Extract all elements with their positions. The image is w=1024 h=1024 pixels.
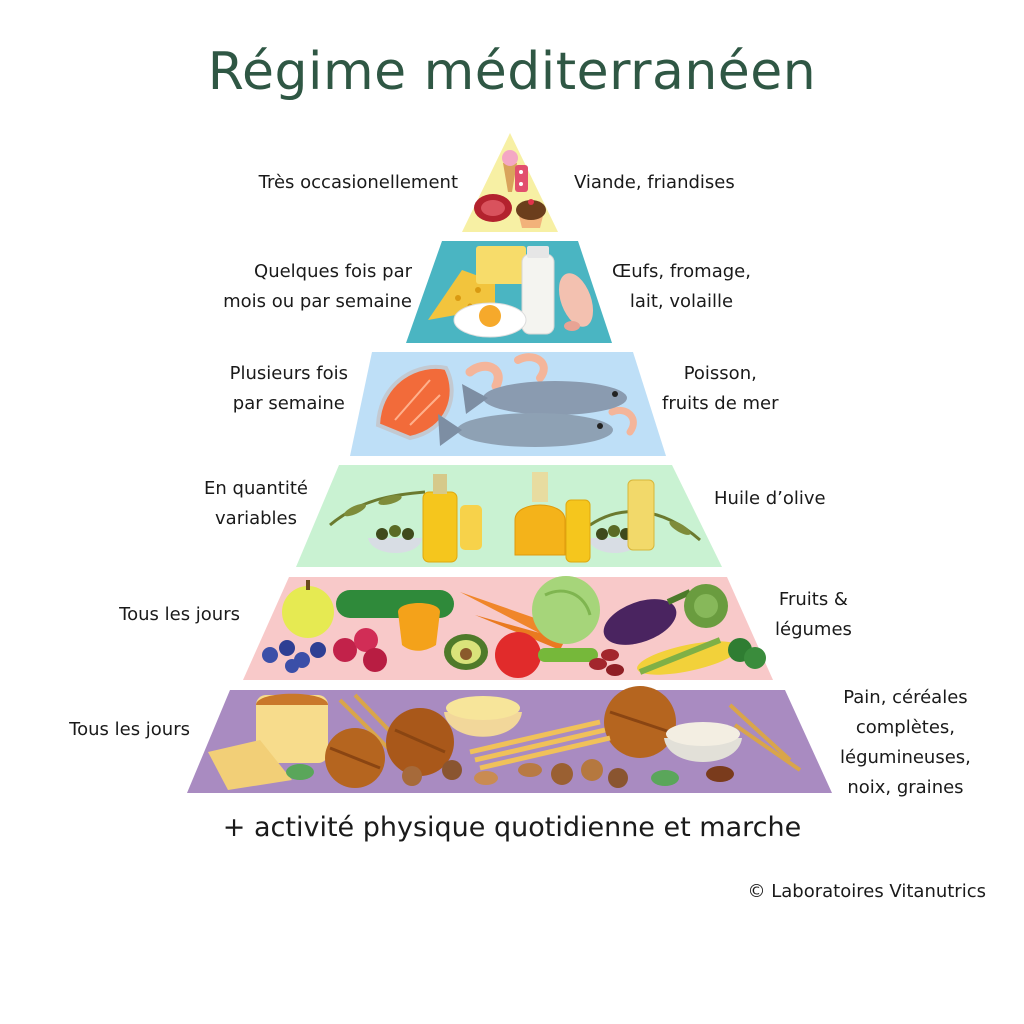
cupcake-icon [516,199,546,228]
salmon-steak-icon [375,364,454,441]
candy-icon [515,165,528,192]
fish-icon [438,381,627,447]
nuts-icon [402,759,734,788]
tier-3-frequency: Plusieurs fois par semaine [229,363,348,414]
bread-loaf-icon [208,693,328,790]
tier-fruits-vegetables [243,576,773,680]
shrimp-icon [465,353,637,436]
bell-pepper-icon [398,603,440,651]
page-title: Régime méditerranéen [207,42,817,102]
ice-cream-icon [502,150,518,192]
eggplant-icon [603,589,692,645]
raspberries-icon [333,628,387,672]
tomato-icon [495,632,541,678]
tier-4-foods: Huile d’olive [714,488,826,509]
egg-icon [453,302,527,338]
tier-meat-sweets [462,133,558,232]
tier-olive-oil [296,465,722,567]
tier-dairy-eggs-poultry [406,241,612,343]
tier-6-frequency: Tous les jours [69,719,190,740]
peas-icon [538,648,598,662]
cabbage-icon [532,576,600,644]
artichoke-icon [684,584,728,628]
tier-5-foods: Fruits & légumes [775,589,852,640]
tier-fish-seafood [350,352,666,456]
grain-bowl-icon [444,696,742,762]
blueberries-icon [262,640,326,673]
corn-icon [637,637,739,675]
tier-5-frequency: Tous les jours [119,604,240,625]
tier-grains-legumes-nuts [187,686,832,793]
olive-oil-bottle-icon [422,472,655,563]
pasta-icon [469,719,611,771]
copyright-credit: © Laboratoires Vitanutrics [747,881,986,902]
avocado-icon [444,634,488,670]
poultry-icon [558,273,594,331]
tier-1-frequency: Très occasionellement [258,172,458,193]
tier-1-foods: Viande, friandises [574,172,735,193]
apple-icon [282,580,334,638]
tier-4-frequency: En quantité variables [204,478,308,529]
herb-leaves-icon [286,764,679,786]
tier-6-foods: Pain, céréales complètes, légumineuses, … [840,687,971,798]
milk-bottle-icon [521,246,555,335]
beans-icon [589,649,624,676]
broccoli-icon [728,638,766,669]
meat-icon [474,194,512,222]
tier-2-frequency: Quelques fois par mois ou par semaine [223,261,412,312]
tier-2-foods: Œufs, fromage, lait, volaille [612,261,751,312]
tier-3-foods: Poisson, fruits de mer [662,363,779,414]
round-bread-icon [325,686,676,788]
activity-note: + activité physique quotidienne et march… [222,812,802,843]
